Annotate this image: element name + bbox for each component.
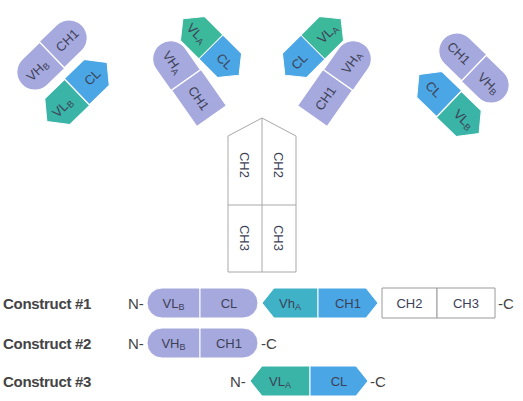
domain-name: CH3 [238, 225, 253, 251]
subscript: B [178, 302, 184, 312]
domain-label: VHB [147, 328, 200, 358]
antibody-domain: CH2 [382, 288, 437, 318]
antibody-domain: CH1 [318, 288, 378, 318]
terminus-label: -C [498, 295, 514, 312]
terminus-label: N- [128, 295, 144, 312]
domain-label: CH1 [318, 288, 378, 318]
terminus-label: N- [230, 373, 246, 390]
antibody-domain: CH3 [228, 208, 262, 268]
domain-name: CL [221, 296, 238, 311]
domain-name: CH1 [312, 83, 339, 113]
antibody-domain: VLB [147, 288, 200, 318]
antibody-domain: CH2 [228, 130, 262, 200]
domain-name: CL [288, 50, 310, 72]
domain-label: CH3 [262, 208, 296, 268]
terminus-label: -C [261, 335, 277, 352]
domain-name: VH [160, 48, 183, 71]
domain-label: CH3 [437, 288, 495, 318]
domain-label: CL [200, 288, 258, 318]
terminus-label: N- [128, 335, 144, 352]
domain-label: CH2 [262, 130, 296, 200]
domain-name: CH2 [272, 152, 287, 178]
domain-label: CH2 [228, 130, 262, 200]
domain-name: CH2 [396, 296, 422, 311]
domain-name: VL [269, 374, 285, 389]
domain-label: VLB [147, 288, 200, 318]
domain-name: CH1 [444, 39, 473, 68]
domain-name: CH1 [216, 336, 242, 351]
domain-label: CH2 [382, 288, 437, 318]
subscript: A [285, 380, 291, 390]
domain-name: CH1 [185, 83, 212, 113]
antibody-domain: CH3 [437, 288, 495, 318]
domain-label: CL [310, 366, 368, 396]
domain-name: VL [163, 296, 179, 311]
antibody-domain: CL [200, 288, 258, 318]
subscript: A [295, 302, 301, 312]
antibody-domain: VLA [250, 366, 310, 396]
construct-label: Construct #3 [3, 373, 91, 390]
domain-name: CL [331, 374, 348, 389]
antibody-domain: VHB [147, 328, 200, 358]
antibody-domain: CL [310, 366, 368, 396]
antibody-domain: CH2 [262, 130, 296, 200]
domain-name: CH1 [335, 296, 361, 311]
antibody-domain: CH3 [262, 208, 296, 268]
antibody-domain: VhA [262, 288, 318, 318]
domain-label: VhA [262, 288, 318, 318]
domain-label: CH1 [200, 328, 258, 358]
domain-name: CL [214, 50, 236, 72]
domain-label: VLA [250, 366, 310, 396]
domain-label: CH3 [228, 208, 262, 268]
subscript: B [180, 342, 186, 352]
domain-name: CL [81, 66, 103, 88]
domain-name: CH3 [272, 225, 287, 251]
domain-name: CH3 [453, 296, 479, 311]
construct-label: Construct #1 [3, 295, 91, 312]
domain-name: VH [161, 336, 179, 351]
antibody-domain: CH1 [200, 328, 258, 358]
terminus-label: -C [370, 373, 386, 390]
domain-name: CL [423, 78, 445, 100]
domain-name: CH1 [53, 26, 82, 55]
domain-name: CH2 [238, 152, 253, 178]
construct-label: Construct #2 [3, 335, 91, 352]
domain-name: Vh [279, 296, 295, 311]
